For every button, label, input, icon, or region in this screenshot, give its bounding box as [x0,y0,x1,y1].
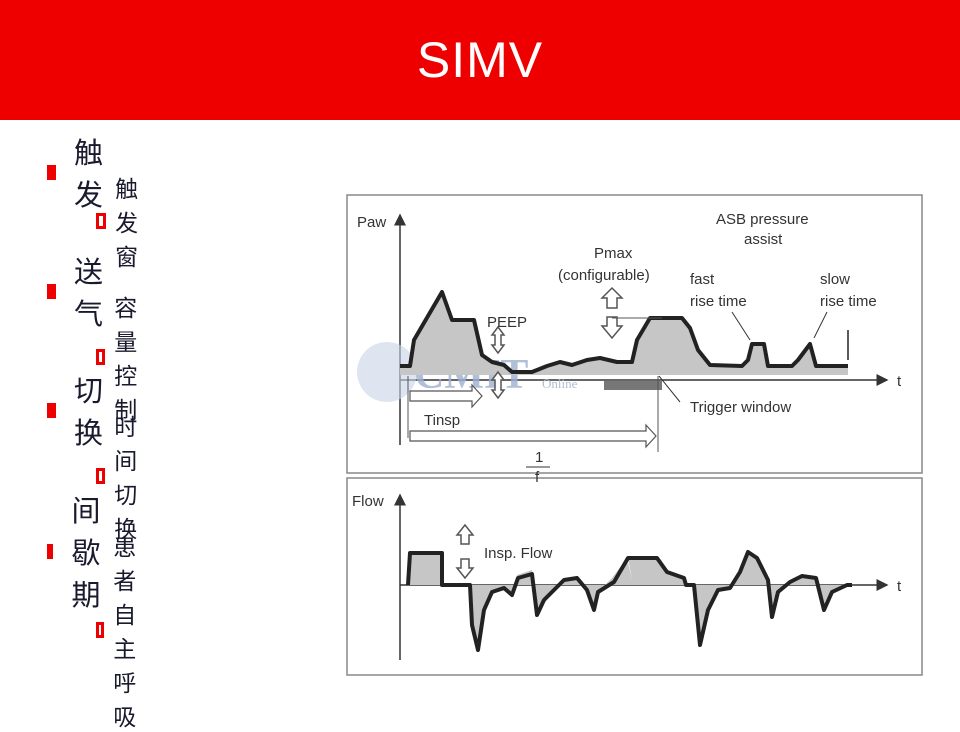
bullet-item: 切换 [47,368,109,452]
fast-rise-label: rise time [690,293,747,310]
hollow-square-bullet-icon [96,622,105,638]
asb-label-line1: ASB pressure [716,211,809,228]
sub-bullet-label: 患者自主呼吸 [113,535,137,731]
trigger-window-bar [604,381,662,390]
peep-arrow-icon [490,325,506,355]
tinsp-arrow-icon [409,383,483,409]
pressure-panel-frame [346,194,923,474]
time-label-top: t [897,373,902,390]
hollow-square-bullet-icon [96,468,106,484]
slow-label: slow [820,271,850,288]
asb-label-line2: assist [744,231,783,248]
red-square-bullet-icon [47,283,57,299]
tinsp-label: Tinsp [424,412,460,429]
pmax-up-arrow-icon [600,286,624,309]
sub-bullet-label: 时间切换 [114,415,138,543]
flow-curve [406,550,852,652]
trigger-window-label: Trigger window [690,399,791,416]
hollow-square-bullet-icon [96,349,106,365]
sub-bullet-label: 容量控制 [114,296,138,424]
paw-axis-label: Paw [357,214,386,231]
fast-pointer [731,311,751,341]
hollow-square-bullet-icon [96,213,107,229]
waveform-svg: Paw t CMIT Online Trigger window PEEP Pm… [346,194,923,676]
bullet-label: 间歇期 [71,494,101,612]
red-square-bullet-icon [47,164,57,180]
watermark-globe-icon [357,342,417,402]
insp-flow-down-arrow-icon [455,558,475,580]
sub-bullet-item: 容量控制 [96,289,144,425]
red-square-bullet-icon [47,402,57,418]
sub-bullet-label: 触发窗 [115,177,139,271]
sub-bullet-item: 患者自主呼吸 [96,528,144,732]
title-bar: SIMV [0,0,960,120]
bullet-label: 切换 [74,374,104,450]
pressure-curve [400,290,848,374]
insp-flow-label: Insp. Flow [484,545,553,562]
peep-arrow-lower-icon [490,370,506,400]
fast-label: fast [690,271,715,288]
slow-pointer [813,311,828,339]
freq-denominator: f [535,469,540,486]
slow-rise-label: rise time [820,293,877,310]
bullet-item: 送气 [47,249,109,333]
bullet-label: 送气 [74,255,104,331]
pmax-label: Pmax [594,245,633,262]
simv-waveform-diagram: Paw t CMIT Online Trigger window PEEP Pm… [332,180,930,680]
configurable-label: (configurable) [558,267,650,284]
bullet-label: 触发 [74,136,104,212]
bullet-item: 触发 [47,130,109,214]
flow-axis-label: Flow [352,493,384,510]
peep-label: PEEP [487,314,527,331]
sub-bullet-item: 触发窗 [96,170,144,272]
flow-panel-frame [346,477,923,676]
slide-title: SIMV [416,32,544,88]
period-arrow-icon [409,423,657,449]
time-label-bottom: t [897,578,902,595]
pmax-down-arrow-icon [600,316,624,340]
freq-numerator: 1 [535,449,543,466]
red-square-bullet-icon [47,543,54,559]
watermark-sub: Online [542,376,578,391]
sub-bullet-item: 时间切换 [96,408,144,544]
bullet-item: 间歇期 [47,488,109,614]
insp-flow-up-arrow-icon [455,523,475,545]
trigger-pointer [658,375,681,403]
